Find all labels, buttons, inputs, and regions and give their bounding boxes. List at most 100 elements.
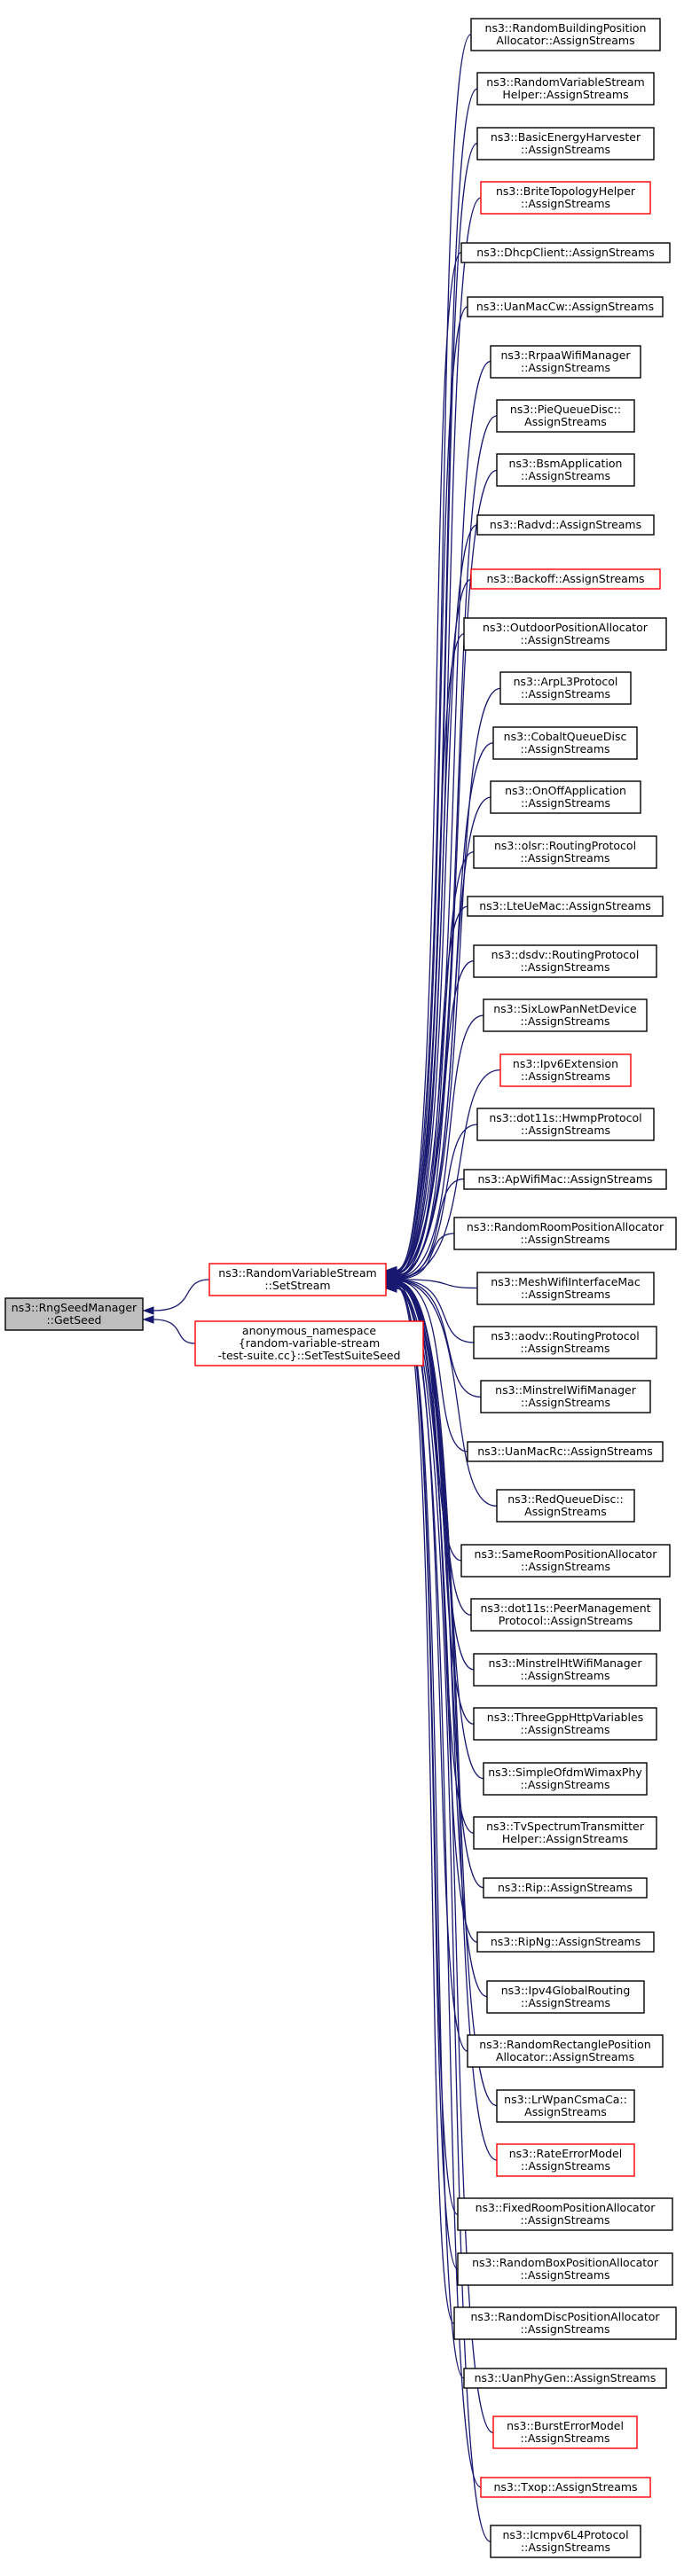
node-simpleofdmwimaxphy-assignstreams-label-line: ::AssignStreams (520, 1778, 609, 1791)
node-settestsuiteseed-label-line: {random-variable-stream (239, 1336, 380, 1350)
node-rngseedmanager-getseed-box (4, 1297, 144, 1331)
node-onoffapplication-assignstreams[interactable]: ns3::OnOffApplication::AssignStreams (490, 780, 641, 814)
node-txop-assignstreams-label-line: ns3::Txop::AssignStreams (493, 2480, 637, 2494)
node-piequeuedisc-assignstreams-box (496, 399, 635, 433)
node-cobaltqueuedisc-assignstreams[interactable]: ns3::CobaltQueueDisc::AssignStreams (492, 726, 638, 760)
edge-rrpaawifimanager-assignstreams-to-setstream (396, 360, 491, 1273)
node-tvspectrumtransmitterhelper-assignstreams[interactable]: ns3::TvSpectrumTransmitterHelper::Assign… (473, 1816, 657, 1850)
node-rrpaawifimanager-assignstreams[interactable]: ns3::RrpaaWifiManager::AssignStreams (490, 345, 641, 379)
node-minstrelwifimanager-assignstreams-box (480, 1380, 651, 1413)
node-onoffapplication-assignstreams-label-line: ::AssignStreams (521, 796, 610, 810)
edge-redqueuedisc-assignstreams-to-setstream (396, 1280, 498, 1507)
node-settestsuiteseed[interactable]: anonymous_namespace{random-variable-stre… (194, 1320, 424, 1366)
node-fixedroompositionallocator-assignstreams[interactable]: ns3::FixedRoomPositionAllocator::AssignS… (457, 2197, 673, 2231)
node-lrwpancsmaca-assignstreams-box (496, 2089, 635, 2123)
node-rateerrormodel-assignstreams[interactable]: ns3::RateErrorModel::AssignStreams (496, 2143, 635, 2177)
node-outdoorpositionallocator-assignstreams[interactable]: ns3::OutdoorPositionAllocator::AssignStr… (463, 617, 667, 651)
node-simpleofdmwimaxphy-assignstreams[interactable]: ns3::SimpleOfdmWimaxPhy::AssignStreams (483, 1762, 648, 1796)
node-randomdiscpositionallocator-assignstreams-label-line: ns3::RandomDiscPositionAllocator (470, 2310, 660, 2323)
node-uanmacrc-assignstreams-box (467, 1441, 664, 1462)
node-rip-assignstreams-box (483, 1877, 648, 1899)
node-ipv4globalrouting-assignstreams[interactable]: ns3::Ipv4GlobalRouting::AssignStreams (486, 1980, 645, 2014)
node-minstrelwifimanager-assignstreams-label-line: ::AssignStreams (521, 1396, 610, 1409)
node-bsmapplication-assignstreams[interactable]: ns3::BsmApplication::AssignStreams (496, 453, 635, 487)
node-randomvariablestreamhelper-assignstreams[interactable]: ns3::RandomVariableStreamHelper::AssignS… (476, 72, 655, 106)
node-randomrectanglepositionallocator-assignstreams-label-line: ns3::RandomRectanglePosition (479, 2038, 651, 2051)
node-minstrelwifimanager-assignstreams[interactable]: ns3::MinstrelWifiManager::AssignStreams (480, 1380, 651, 1413)
node-olsr-routingprotocol-assignstreams[interactable]: ns3::olsr::RoutingProtocol::AssignStream… (473, 835, 657, 869)
node-dhcpclient-assignstreams[interactable]: ns3::DhcpClient::AssignStreams (460, 242, 671, 263)
node-dot11s-peermanagementprotocol-assignstreams[interactable]: ns3::dot11s::PeerManagementProtocol::Ass… (470, 1598, 661, 1632)
node-aodv-routingprotocol-assignstreams[interactable]: ns3::aodv::RoutingProtocol::AssignStream… (473, 1326, 657, 1359)
node-randombuildingpositionallocator-assignstreams[interactable]: ns3::RandomBuildingPositionAllocator::As… (470, 18, 661, 51)
node-randomboxpositionallocator-assignstreams-label-line: ns3::RandomBoxPositionAllocator (472, 2256, 659, 2269)
node-sameroompositionallocator-assignstreams[interactable]: ns3::SameRoomPositionAllocator::AssignSt… (460, 1544, 671, 1578)
node-settestsuiteseed-label-line: -test-suite.cc}::SetTestSuiteSeed (218, 1349, 401, 1362)
node-ipv6extension-assignstreams[interactable]: ns3::Ipv6Extension::AssignStreams (499, 1053, 632, 1087)
node-icmpv6l4protocol-assignstreams[interactable]: ns3::Icmpv6L4Protocol::AssignStreams (490, 2525, 641, 2558)
node-lteuemac-assignstreams[interactable]: ns3::LteUeMac::AssignStreams (467, 896, 664, 917)
node-uanphygen-assignstreams[interactable]: ns3::UanPhyGen::AssignStreams (463, 2368, 667, 2389)
edge-dhcpclient-assignstreams-to-setstream (396, 251, 462, 1272)
node-britetopologyhelper-assignstreams-box (480, 181, 651, 215)
node-apwifimac-assignstreams-box (463, 1169, 667, 1190)
node-randombuildingpositionallocator-assignstreams-label-line: ns3::RandomBuildingPosition (485, 21, 647, 35)
node-dsdv-routingprotocol-assignstreams[interactable]: ns3::dsdv::RoutingProtocol::AssignStream… (473, 944, 657, 978)
node-dot11s-peermanagementprotocol-assignstreams-box (470, 1598, 661, 1632)
edge-uanmacrc-assignstreams-to-setstream (396, 1280, 468, 1452)
node-randomvariablestream-setstream[interactable]: ns3::RandomVariableStream::SetStream (208, 1263, 387, 1296)
node-redqueuedisc-assignstreams[interactable]: ns3::RedQueueDisc::AssignStreams (496, 1489, 635, 1523)
node-sixlowpannetdevice-assignstreams-label-line: ns3::SixLowPanNetDevice (493, 1002, 637, 1015)
node-redqueuedisc-assignstreams-label-line: ns3::RedQueueDisc:: (507, 1492, 624, 1506)
node-arpl3protocol-assignstreams[interactable]: ns3::ArpL3Protocol::AssignStreams (499, 671, 632, 705)
node-fixedroompositionallocator-assignstreams-label-line: ::AssignStreams (520, 2213, 609, 2227)
node-randomroompositionallocator-assignstreams-label-line: ns3::RandomRoomPositionAllocator (467, 1220, 664, 1233)
edge-aodv-routingprotocol-assignstreams-to-setstream (396, 1279, 475, 1343)
node-lrwpancsmaca-assignstreams[interactable]: ns3::LrWpanCsmaCa::AssignStreams (496, 2089, 635, 2123)
node-piequeuedisc-assignstreams[interactable]: ns3::PieQueueDisc::AssignStreams (496, 399, 635, 433)
node-txop-assignstreams[interactable]: ns3::Txop::AssignStreams (480, 2477, 651, 2498)
node-rngseedmanager-getseed[interactable]: ns3::RngSeedManager::GetSeed (4, 1297, 144, 1331)
node-britetopologyhelper-assignstreams-label-line: ns3::BriteTopologyHelper (496, 184, 636, 198)
edge-ipv6extension-assignstreams-to-setstream (396, 1069, 501, 1279)
node-randomboxpositionallocator-assignstreams[interactable]: ns3::RandomBoxPositionAllocator::AssignS… (457, 2252, 673, 2286)
node-rateerrormodel-assignstreams-label-line: ::AssignStreams (521, 2159, 610, 2173)
node-backoff-assignstreams[interactable]: ns3::Backoff::AssignStreams (470, 568, 661, 590)
node-piequeuedisc-assignstreams-label-line: ns3::PieQueueDisc:: (510, 403, 621, 416)
node-ripng-assignstreams-box (476, 1931, 655, 1953)
node-ripng-assignstreams[interactable]: ns3::RipNg::AssignStreams (476, 1931, 655, 1953)
node-ipv6extension-assignstreams-label-line: ns3::Ipv6Extension (513, 1057, 618, 1070)
node-randomdiscpositionallocator-assignstreams[interactable]: ns3::RandomDiscPositionAllocator::Assign… (453, 2306, 677, 2340)
node-bursterrormodel-assignstreams[interactable]: ns3::BurstErrorModel::AssignStreams (492, 2415, 638, 2449)
node-uanmaccw-assignstreams[interactable]: ns3::UanMacCw::AssignStreams (467, 296, 664, 317)
node-uanmacrc-assignstreams[interactable]: ns3::UanMacRc::AssignStreams (467, 1441, 664, 1462)
node-radvd-assignstreams[interactable]: ns3::Radvd::AssignStreams (476, 514, 655, 536)
node-uanphygen-assignstreams-label-line: ns3::UanPhyGen::AssignStreams (475, 2371, 656, 2384)
node-settestsuiteseed-label-line: anonymous_namespace (242, 1324, 376, 1337)
edge-dsdv-routingprotocol-assignstreams-to-setstream (396, 960, 475, 1278)
edge-radvd-assignstreams-to-setstream (396, 524, 478, 1275)
edge-settestsuiteseed-to-getseed (153, 1319, 196, 1344)
node-randombuildingpositionallocator-assignstreams-box (470, 18, 661, 51)
edge-backoff-assignstreams-to-setstream (396, 578, 472, 1275)
edge-randombuildingpositionallocator-assignstreams-to-setstream (396, 34, 472, 1272)
node-britetopologyhelper-assignstreams[interactable]: ns3::BriteTopologyHelper::AssignStreams (480, 181, 651, 215)
node-randomvariablestreamhelper-assignstreams-label-line: Helper::AssignStreams (502, 88, 628, 101)
node-icmpv6l4protocol-assignstreams-label-line: ::AssignStreams (521, 2541, 610, 2554)
node-threegpphttpvariables-assignstreams[interactable]: ns3::ThreeGppHttpVariables::AssignStream… (473, 1707, 657, 1741)
node-randomrectanglepositionallocator-assignstreams[interactable]: ns3::RandomRectanglePositionAllocator::A… (467, 2034, 664, 2068)
node-rip-assignstreams[interactable]: ns3::Rip::AssignStreams (483, 1877, 648, 1899)
node-bsmapplication-assignstreams-box (496, 453, 635, 487)
node-apwifimac-assignstreams[interactable]: ns3::ApWifiMac::AssignStreams (463, 1169, 667, 1190)
node-dot11s-hwmpprotocol-assignstreams[interactable]: ns3::dot11s::HwmpProtocol::AssignStreams (476, 1108, 655, 1141)
node-randomroompositionallocator-assignstreams[interactable]: ns3::RandomRoomPositionAllocator::Assign… (453, 1217, 677, 1250)
edge-randomroompositionallocator-assignstreams-to-setstream (396, 1233, 455, 1280)
node-minstrelhtwifimanager-assignstreams[interactable]: ns3::MinstrelHtWifiManager::AssignStream… (473, 1653, 657, 1687)
node-basicenergyharvester-assignstreams[interactable]: ns3::BasicEnergyHarvester::AssignStreams (476, 127, 655, 161)
node-uanmaccw-assignstreams-label-line: ns3::UanMacCw::AssignStreams (476, 300, 654, 313)
node-meshwifiinterfacemac-assignstreams[interactable]: ns3::MeshWifiInterfaceMac::AssignStreams (476, 1272, 655, 1305)
node-sixlowpannetdevice-assignstreams[interactable]: ns3::SixLowPanNetDevice::AssignStreams (483, 998, 648, 1032)
node-tvspectrumtransmitterhelper-assignstreams-box (473, 1816, 657, 1850)
node-randomdiscpositionallocator-assignstreams-label-line: ::AssignStreams (520, 2322, 609, 2336)
node-ipv4globalrouting-assignstreams-label-line: ns3::Ipv4GlobalRouting (501, 1984, 631, 1997)
